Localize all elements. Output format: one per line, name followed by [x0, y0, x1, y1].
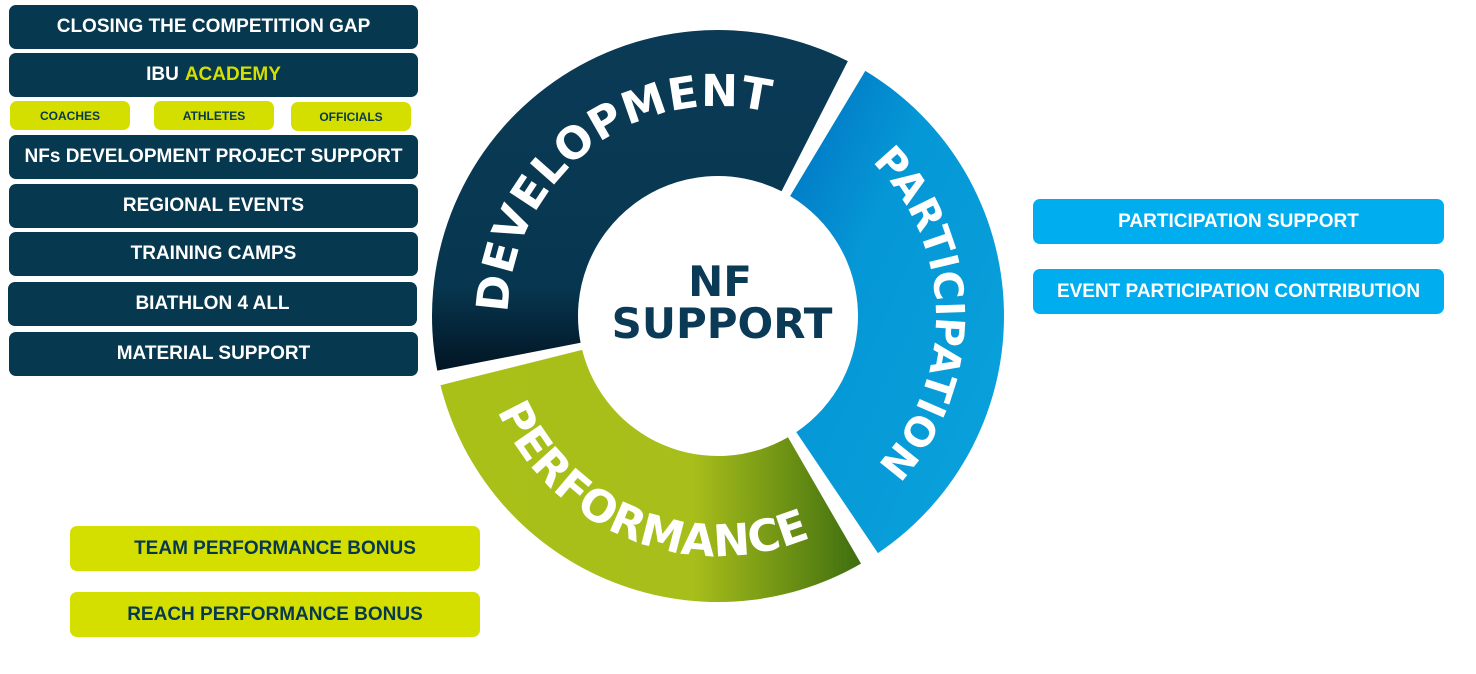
label: PARTICIPATION SUPPORT — [1118, 210, 1359, 232]
label: COACHES — [39, 108, 100, 123]
reach-performance-bonus-box: REACH PERFORMANCE BONUS — [70, 592, 480, 637]
athletes-box: ATHLETES — [154, 101, 274, 130]
label: OFFICIALS — [319, 109, 383, 124]
label: CLOSING THE COMPETITION GAP — [56, 16, 371, 37]
label: TRAINING CAMPS — [130, 243, 297, 264]
officials-box: OFFICIALS — [291, 102, 411, 131]
label: REGIONAL EVENTS — [122, 195, 305, 216]
center-title-line1: NF — [688, 257, 752, 306]
label: BIATHLON 4 ALL — [135, 293, 290, 314]
performance-segment — [440, 349, 861, 602]
label: TEAM PERFORMANCE BONUS — [134, 537, 416, 559]
team-performance-bonus-box: TEAM PERFORMANCE BONUS — [70, 526, 480, 571]
center-title-line2: SUPPORT — [612, 299, 833, 348]
closing-competition-gap-box: CLOSING THE COMPETITION GAP — [9, 5, 418, 49]
label: REACH PERFORMANCE BONUS — [127, 603, 423, 625]
label: ATHLETES — [182, 108, 246, 123]
biathlon-4-all-box: BIATHLON 4 ALL — [8, 282, 417, 326]
event-participation-box: EVENT PARTICIPATION CONTRIBUTION — [1033, 269, 1444, 314]
development-segment — [432, 29, 848, 371]
coaches-box: COACHES — [10, 101, 130, 130]
participation-support-box: PARTICIPATION SUPPORT — [1033, 199, 1444, 244]
label: IBU — [146, 64, 179, 85]
participation-segment — [790, 70, 1004, 554]
material-support-box: MATERIAL SUPPORT — [9, 332, 418, 376]
label-accent: ACADEMY — [184, 64, 281, 85]
label: EVENT PARTICIPATION CONTRIBUTION — [1056, 280, 1421, 302]
label: NFs DEVELOPMENT PROJECT SUPPORT — [24, 146, 403, 167]
regional-events-box: REGIONAL EVENTS — [9, 184, 418, 228]
label: MATERIAL SUPPORT — [116, 343, 311, 364]
training-camps-box: TRAINING CAMPS — [9, 232, 418, 276]
nf-project-support-box: NFs DEVELOPMENT PROJECT SUPPORT — [9, 135, 418, 179]
